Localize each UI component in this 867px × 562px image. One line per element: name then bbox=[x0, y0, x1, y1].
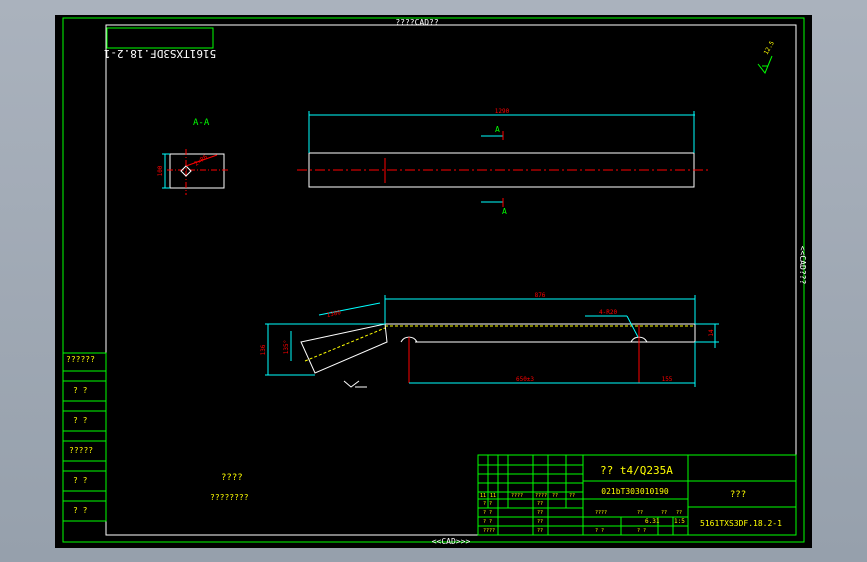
title-weight-label-3: ?? bbox=[661, 510, 667, 516]
title-row-label-3: ? ? bbox=[483, 519, 492, 525]
section-label: A-A bbox=[193, 118, 210, 128]
left-panel bbox=[62, 352, 107, 522]
left-panel-cell-4: ????? bbox=[69, 446, 93, 455]
left-panel-cell-2: ? ? bbox=[73, 386, 88, 395]
top-frame-label: ????CAD?? bbox=[395, 18, 439, 27]
cut-label-bottom: A bbox=[502, 207, 507, 216]
plan-view bbox=[297, 111, 711, 207]
title-weight-value: 6.31 bbox=[645, 518, 660, 525]
title-mid-cell-2: ?? bbox=[537, 510, 543, 516]
cad-drawing: ????CAD?? <<CAD>>> <<CAD??? 5161TXS3DF.1… bbox=[62, 17, 807, 546]
title-code: 021bT303010190 bbox=[601, 487, 669, 496]
title-weight-label-4: ?? bbox=[676, 510, 682, 516]
section-view bbox=[162, 149, 230, 195]
section-height-dim: 100 bbox=[157, 165, 164, 176]
bent-view bbox=[265, 295, 719, 388]
section-diag-dim: 2×R6 bbox=[193, 153, 209, 167]
title-header-3: ???? bbox=[511, 493, 523, 499]
title-row-label-2: ? ? bbox=[483, 510, 492, 516]
title-sign-a: ? ? bbox=[595, 528, 604, 534]
left-panel-cell-1: ?????? bbox=[66, 355, 95, 364]
title-header-6: ?? bbox=[569, 493, 575, 499]
plan-length-dim: 1290 bbox=[495, 108, 510, 115]
cut-label-top: A bbox=[495, 125, 500, 134]
thickness-dim: 14 bbox=[708, 329, 715, 337]
title-row-label-1: ? ? bbox=[483, 501, 492, 507]
roughness-value: 12.5 bbox=[763, 40, 776, 56]
left-panel-cell-6: ? ? bbox=[73, 506, 88, 515]
stamp-box bbox=[106, 27, 214, 49]
left-panel-cell-3: ? ? bbox=[73, 416, 88, 425]
roughness-symbol bbox=[757, 55, 773, 74]
stamp-number-mirrored: 5161TXS3DF.18.2-1 bbox=[104, 47, 217, 60]
title-mid-cell-1: ?? bbox=[537, 501, 543, 507]
title-row-label-4: ???? bbox=[483, 528, 495, 534]
left-panel-cell-5: ? ? bbox=[73, 476, 88, 485]
end-offset-dim: 155 bbox=[662, 376, 673, 383]
title-scale: 1:5 bbox=[674, 518, 685, 525]
title-mid-cell-3: ?? bbox=[537, 519, 543, 525]
cad-drawing-canvas[interactable]: ????CAD?? <<CAD>>> <<CAD??? 5161TXS3DF.1… bbox=[55, 15, 812, 548]
bottom-frame-label: <<CAD>>> bbox=[432, 537, 471, 546]
bent-total-height-dim: 136 bbox=[260, 344, 267, 355]
hole-callout: 4-R20 bbox=[599, 309, 617, 316]
note-title: ???? bbox=[221, 473, 243, 483]
title-name: ??? bbox=[730, 490, 746, 500]
title-weight-label-2: ?? bbox=[637, 510, 643, 516]
title-header-5: ?? bbox=[552, 493, 558, 499]
right-frame-label: <<CAD??? bbox=[798, 246, 807, 285]
bent-small-dim: 135° bbox=[283, 340, 290, 354]
note-body: ???????? bbox=[210, 493, 249, 502]
title-header-1: 11 bbox=[480, 493, 486, 499]
title-header-2: 11 bbox=[490, 493, 496, 499]
title-sign-b: ? ? bbox=[637, 528, 646, 534]
hole-spacing-dim: 650±3 bbox=[516, 376, 534, 383]
title-weight-label-1: ???? bbox=[595, 510, 607, 516]
title-header-4: ???? bbox=[535, 493, 547, 499]
title-mid-cell-4: ?? bbox=[537, 528, 543, 534]
title-drawing-no: 5161TXS3DF.18.2-1 bbox=[700, 519, 782, 528]
title-material: ?? t4/Q235A bbox=[600, 464, 673, 477]
bent-segment-dim: 1300 bbox=[326, 309, 342, 319]
bent-length-dim: 876 bbox=[535, 292, 546, 299]
outer-frame bbox=[62, 17, 805, 543]
inner-frame bbox=[105, 24, 797, 536]
title-block-grid bbox=[477, 454, 797, 536]
